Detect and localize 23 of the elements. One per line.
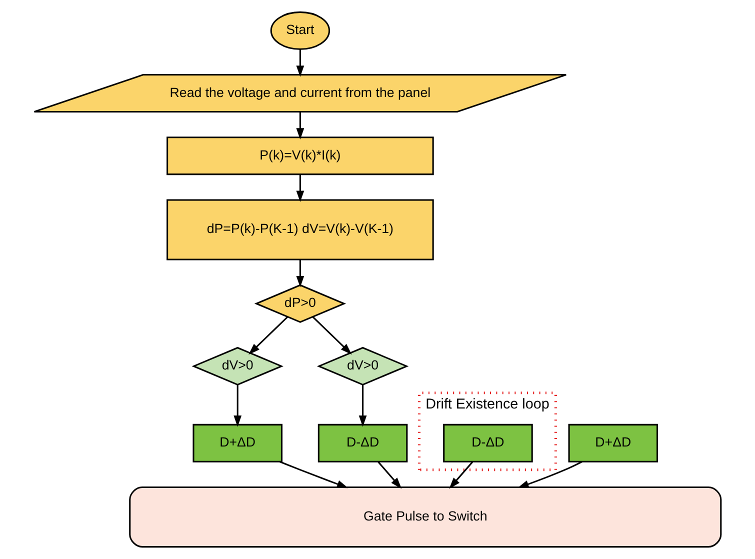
arrow	[296, 112, 304, 140]
arrow	[248, 316, 288, 355]
node-diamond: dV>0	[316, 346, 409, 386]
arrow	[312, 316, 352, 355]
node-box: P(k)=V(k)*I(k)	[166, 136, 434, 176]
node-box: Gate Pulse to Switch	[129, 486, 722, 548]
node-box: dP=P(k)-P(K-1) dV=V(k)-V(K-1)	[166, 199, 434, 260]
node-diamond: dV>0	[192, 346, 284, 386]
arrow	[517, 460, 582, 488]
arrow	[449, 461, 474, 489]
arrow	[296, 174, 304, 202]
node-box: D+ΔD	[568, 424, 658, 462]
node-box: D-ΔD	[318, 424, 408, 462]
arrow	[296, 49, 304, 77]
node-box: D-ΔD	[443, 424, 533, 462]
arrow	[378, 461, 402, 489]
node-ellipse: Start	[270, 11, 330, 50]
arrow	[279, 460, 348, 488]
arrow	[358, 384, 367, 427]
arrow	[234, 384, 242, 427]
node-diamond: dP>0	[254, 284, 346, 323]
arrow	[296, 260, 304, 288]
node-box: D+ΔD	[192, 424, 282, 462]
